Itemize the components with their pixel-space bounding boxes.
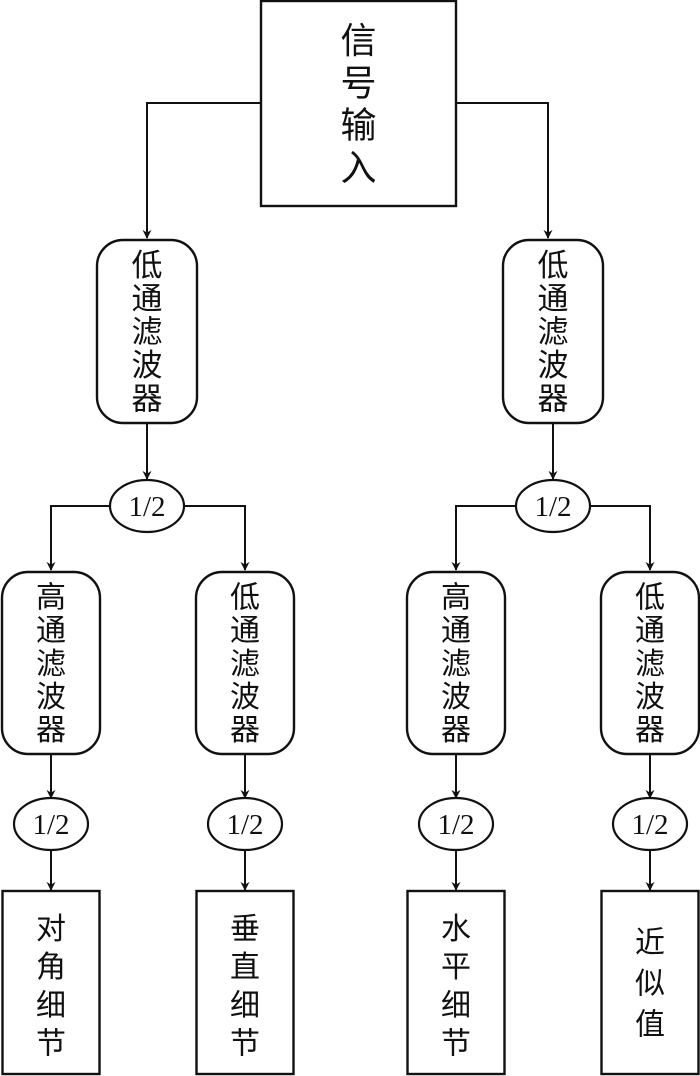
output-box-hpf-1-shape xyxy=(1,889,101,1076)
filter-box-lpf-2-shape xyxy=(194,570,296,756)
output-label-lpf-4: 近似值 xyxy=(635,925,665,1042)
input-box-shape xyxy=(259,0,458,208)
input-box: 信号输入 xyxy=(259,0,458,208)
downsample-hpf-1-shape xyxy=(12,796,90,852)
output-box-lpf-2: 垂直细节 xyxy=(195,889,295,1076)
filter-box-lpf-left: 低通滤波器 xyxy=(95,238,199,425)
filter-label-hpf-1: 高通滤波器 xyxy=(36,580,66,748)
filter-box-hpf-3-shape xyxy=(405,570,507,756)
edge-input-to-lpf-left xyxy=(142,102,261,239)
downsample-lpf-left-label: 1/2 xyxy=(128,491,165,523)
filter-box-hpf-1: 高通滤波器 xyxy=(0,570,102,756)
downsample-lpf-right-shape xyxy=(514,478,592,534)
downsample-hpf-1-label: 1/2 xyxy=(32,809,69,841)
output-box-lpf-4: 近似值 xyxy=(600,889,700,1076)
output-box-hpf-1: 对角细节 xyxy=(1,889,101,1076)
edge-left-branch-to-lpf-2 xyxy=(184,505,250,571)
downsample-lpf-right: 1/2 xyxy=(514,478,592,534)
input-label: 信号输入 xyxy=(340,21,376,189)
filter-box-lpf-right-shape xyxy=(501,238,605,425)
downsample-lpf-4-shape xyxy=(611,796,689,852)
downsample-lpf-2: 1/2 xyxy=(206,796,284,852)
filter-label-lpf-2: 低通滤波器 xyxy=(230,580,260,748)
downsample-lpf-2-label: 1/2 xyxy=(226,809,263,841)
filter-label-hpf-3: 高通滤波器 xyxy=(441,580,471,748)
downsample-hpf-3: 1/2 xyxy=(417,796,495,852)
downsample-lpf-left-shape xyxy=(108,478,186,534)
output-box-lpf-2-shape xyxy=(195,889,295,1076)
downsample-hpf-3-label: 1/2 xyxy=(437,809,474,841)
output-label-lpf-2: 垂直细节 xyxy=(230,912,260,1062)
filter-box-lpf-2: 低通滤波器 xyxy=(194,570,296,756)
filter-label-lpf-left: 低通滤波器 xyxy=(132,248,163,418)
downsample-lpf-2-shape xyxy=(206,796,284,852)
downsample-lpf-4-label: 1/2 xyxy=(631,809,668,841)
output-box-hpf-3-shape xyxy=(406,889,506,1076)
edge-right-branch-to-lpf-4 xyxy=(590,505,655,571)
filter-box-hpf-1-shape xyxy=(0,570,102,756)
filter-box-lpf-4: 低通滤波器 xyxy=(599,570,700,756)
output-label-hpf-3: 水平细节 xyxy=(441,912,471,1062)
filter-label-lpf-4: 低通滤波器 xyxy=(635,580,665,748)
edge-left-branch-to-hpf-1 xyxy=(46,505,110,571)
filter-box-lpf-4-shape xyxy=(599,570,700,756)
edge-right-branch-to-hpf-3 xyxy=(451,505,516,571)
connectors xyxy=(46,102,655,891)
downsample-lpf-4: 1/2 xyxy=(611,796,689,852)
filter-box-hpf-3: 高通滤波器 xyxy=(405,570,507,756)
downsample-hpf-1: 1/2 xyxy=(12,796,90,852)
filter-box-lpf-left-shape xyxy=(95,238,199,425)
output-box-lpf-4-shape xyxy=(600,889,700,1076)
filter-label-lpf-right: 低通滤波器 xyxy=(538,248,569,418)
downsample-hpf-3-shape xyxy=(417,796,495,852)
downsample-lpf-right-label: 1/2 xyxy=(534,491,571,523)
filter-box-lpf-right: 低通滤波器 xyxy=(501,238,605,425)
edge-input-to-lpf-right xyxy=(456,102,553,239)
downsample-lpf-left: 1/2 xyxy=(108,478,186,534)
output-box-hpf-3: 水平细节 xyxy=(406,889,506,1076)
output-label-hpf-1: 对角细节 xyxy=(36,912,66,1062)
